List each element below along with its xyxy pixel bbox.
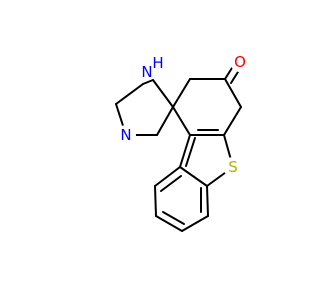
bond — [162, 211, 185, 225]
bond — [142, 79, 154, 85]
bond — [179, 166, 208, 187]
molecule-structure: N H O S N — [115, 52, 250, 232]
bond — [155, 215, 183, 232]
bond — [181, 215, 209, 232]
bond — [152, 79, 174, 108]
atom-layer: N H O S N — [116, 52, 250, 177]
bond-layer — [115, 59, 244, 232]
bond — [185, 137, 196, 167]
atom-s: S — [228, 158, 238, 176]
atom-nh-h: H — [152, 54, 163, 72]
atom-n: N — [120, 126, 131, 144]
bond — [206, 185, 209, 217]
bond — [179, 134, 191, 168]
bond — [156, 106, 174, 136]
bond — [154, 166, 181, 187]
bond — [115, 83, 144, 105]
molecule-canvas: N H O S N — [115, 52, 250, 232]
bond — [172, 78, 191, 108]
bond — [154, 185, 157, 217]
bond — [172, 106, 191, 136]
bond — [223, 106, 242, 136]
bond — [224, 78, 242, 108]
atom-nh-n: N — [141, 63, 152, 81]
bond — [160, 175, 182, 192]
atom-o: O — [234, 53, 246, 71]
